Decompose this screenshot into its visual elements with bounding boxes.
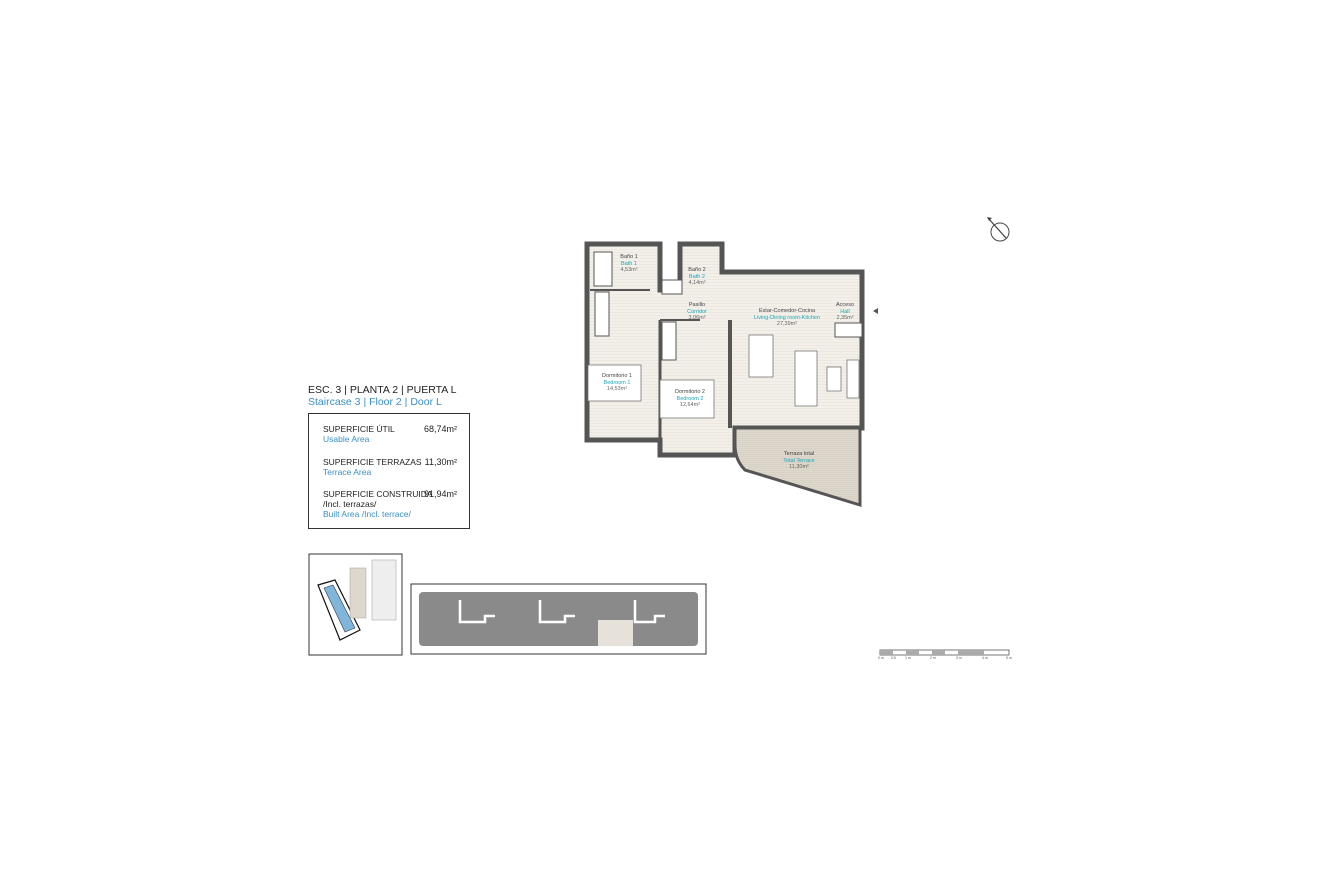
built-area-label-en: Built Area /Incl. terrace/ [323, 509, 411, 519]
scale-label: 1 m [905, 656, 911, 660]
built-area-label-2: /Incl. terrazas/ [323, 499, 377, 509]
terrace-area-value: 11,30m² [424, 457, 457, 467]
unit-highlight [598, 620, 633, 646]
terrace-area-row: SUPERFICIE TERRAZAS Terrace Area 11,30m² [323, 457, 463, 477]
usable-area-label: SUPERFICIE ÚTIL [323, 424, 395, 434]
sofa [794, 350, 818, 407]
usable-area-value: 68,74m² [423, 424, 457, 434]
dining-table [748, 334, 774, 378]
unit-title: ESC. 3 | PLANTA 2 | PUERTA L [308, 384, 457, 396]
terrace-area-label-en: Terrace Area [323, 467, 372, 477]
pool [323, 584, 356, 633]
scale-label: 4 m [982, 656, 988, 660]
scale-label: 0.5 [891, 656, 896, 660]
north-arrow-icon [987, 217, 1010, 242]
apartment-floors [584, 241, 865, 508]
scale-label: 0 m [878, 656, 884, 660]
usable-area-label-en: Usable Area [323, 434, 370, 444]
scale-label: 3 m [956, 656, 962, 660]
scale-label: 2 m [930, 656, 936, 660]
terrace [733, 426, 862, 508]
terrace-area-label: SUPERFICIE TERRAZAS [323, 457, 422, 467]
stairs [594, 291, 610, 337]
usable-area-row: SUPERFICIE ÚTIL Usable Area 68,74m² [323, 424, 463, 444]
unit-title-en: Staircase 3 | Floor 2 | Door L [308, 396, 442, 408]
scale-bar [879, 649, 1010, 656]
scale-label: 5 m [1006, 656, 1012, 660]
entrance-arrow-icon [873, 308, 878, 314]
built-area-label: SUPERFICIE CONSTRUIDA [323, 489, 433, 499]
built-area-row: SUPERFICIE CONSTRUIDA /Incl. terrazas/ B… [323, 489, 463, 519]
site-location-map [308, 553, 403, 656]
building-key-plan [410, 583, 707, 655]
area-summary-box: SUPERFICIE ÚTIL Usable Area 68,74m² SUPE… [308, 413, 470, 529]
bed-1 [587, 364, 642, 402]
bed-2 [659, 379, 715, 419]
built-area-value: 91,94m² [423, 489, 457, 499]
